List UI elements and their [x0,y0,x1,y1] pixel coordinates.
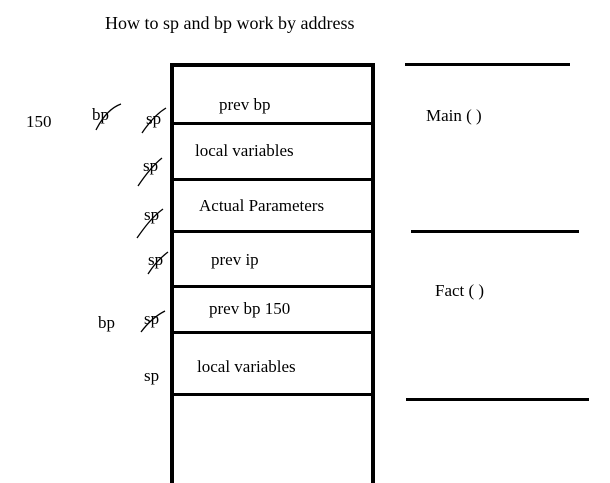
stack-cell-prev-ip: prev ip [211,250,259,269]
stack-box [170,63,375,483]
stack-divider [172,230,372,233]
diagram-title: How to sp and bp work by address [105,13,355,33]
address-label: 150 [26,112,52,131]
strike-sp-1 [141,107,167,134]
stack-cell-prev-bp-150: prev bp 150 [209,299,291,318]
strike-sp-4 [147,251,169,275]
sp-mark: sp [144,205,160,224]
stack-divider [172,122,372,125]
fact-frame-label: Fact ( ) [435,281,485,300]
sp-mark: sp [148,250,164,269]
stack-divider [172,393,372,396]
sp-mark: sp [143,156,159,175]
stack-divider [172,331,372,334]
fact-frame-bottom-line [406,398,589,401]
strike-bp-old [95,103,122,131]
stack-cell-local-variables-2: local variables [197,357,296,376]
fact-frame-top-line [411,230,579,233]
stack-cell-local-variables: local variables [195,141,294,160]
stack-cell-prev-bp: prev bp [219,95,271,114]
main-frame-label: Main ( ) [426,106,482,125]
stack-divider [172,178,372,181]
bp-old-label: bp [92,105,109,124]
main-frame-top-line [405,63,570,66]
strike-sp-2 [137,157,163,187]
strike-sp-5 [140,310,166,333]
strike-sp-3 [136,208,164,239]
bp-current-label: bp [98,313,115,332]
sp-mark: sp [144,366,160,385]
stack-cell-actual-parameters: Actual Parameters [199,196,325,215]
stack-divider [172,285,372,288]
